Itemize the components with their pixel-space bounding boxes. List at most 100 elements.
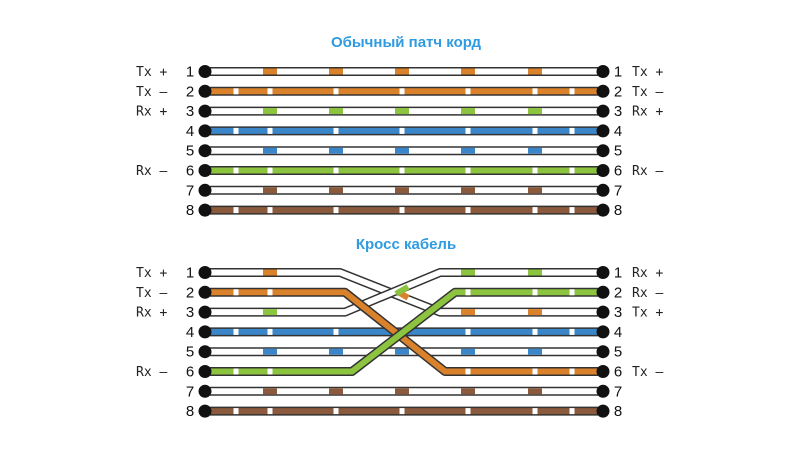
- wire-6-separator: [465, 167, 471, 174]
- right-pin-number: 4: [614, 324, 622, 341]
- wire-4-separator: [267, 127, 273, 134]
- left-pin-number: 1: [186, 64, 194, 81]
- right-signal-label: Tx –: [632, 365, 663, 380]
- right-connector-dot: [596, 164, 610, 177]
- left-connector-dot: [198, 384, 212, 398]
- wire-2-separator: [333, 88, 339, 95]
- wire-6-separator: [399, 167, 405, 174]
- left-signal-label: Tx –: [136, 85, 167, 100]
- left-pin-number: 7: [186, 182, 194, 199]
- wire-3-stripe: [329, 108, 343, 115]
- right-pin-number: 8: [614, 202, 622, 219]
- wire-1-stripe: [528, 68, 542, 75]
- cross-wire-2-separator: [465, 368, 471, 375]
- wire-3-stripe: [263, 108, 277, 115]
- cross-wire-5-stripe: [263, 348, 277, 355]
- left-connector-dot: [198, 404, 212, 418]
- left-connector-dot: [198, 305, 212, 319]
- cross-wire-7-stripe: [461, 388, 475, 395]
- right-pin-number: 6: [614, 163, 622, 180]
- wire-4-separator: [569, 127, 575, 134]
- left-pin-number: 3: [186, 304, 194, 321]
- right-connector-dot: [596, 404, 610, 418]
- cross-wire-8-separator: [532, 408, 538, 415]
- wire-8-separator: [465, 207, 471, 214]
- left-connector-dot: [198, 325, 212, 339]
- right-connector-dot: [596, 104, 610, 118]
- right-connector-dot: [596, 183, 610, 197]
- left-pin-number: 6: [186, 364, 194, 381]
- right-connector-dot: [596, 325, 610, 339]
- cross-wire-2-separator: [569, 368, 575, 375]
- left-pin-number: 8: [186, 403, 194, 420]
- wire-3-stripe: [528, 108, 542, 115]
- cross-wire-7-stripe: [528, 388, 542, 395]
- cross-wire-7-stripe: [329, 388, 343, 395]
- wire-5-stripe: [461, 147, 475, 154]
- wire-7-stripe: [395, 187, 409, 194]
- right-connector-dot: [596, 84, 610, 98]
- wire-1-stripe: [329, 68, 343, 75]
- wire-2-separator: [569, 88, 575, 95]
- cross-wire-4-separator: [333, 328, 339, 335]
- left-connector-dot: [198, 164, 212, 177]
- right-connector-dot: [596, 345, 610, 359]
- right-pin-number: 5: [614, 344, 622, 361]
- right-connector-dot: [596, 365, 610, 378]
- left-signal-label: Tx –: [136, 286, 167, 301]
- left-connector-dot: [198, 365, 212, 378]
- wire-7-stripe: [528, 187, 542, 194]
- wire-5-stripe: [263, 147, 277, 154]
- left-signal-label: Rx –: [136, 164, 167, 179]
- left-pin-number: 8: [186, 202, 194, 219]
- wire-8-separator: [532, 207, 538, 214]
- cross-wire-1-stripe: [263, 269, 277, 276]
- left-pin-number: 3: [186, 103, 194, 120]
- wire-8-separator: [569, 207, 575, 214]
- right-pin-number: 8: [614, 403, 622, 420]
- left-pin-number: 7: [186, 383, 194, 400]
- cross-wire-6-separator: [267, 368, 273, 375]
- cross-wire-2-separator: [267, 289, 273, 296]
- left-pin-number: 1: [186, 265, 194, 282]
- cross-wire-1-stripe: [528, 309, 542, 316]
- right-pin-number: 1: [614, 265, 622, 282]
- wire-7-stripe: [461, 187, 475, 194]
- left-pin-number: 4: [186, 324, 194, 341]
- cross-wire-8-separator: [399, 408, 405, 415]
- wire-2-separator: [233, 88, 239, 95]
- left-pin-number: 5: [186, 344, 194, 361]
- wire-4-separator: [465, 127, 471, 134]
- right-pin-number: 5: [614, 143, 622, 160]
- left-pin-number: 2: [186, 284, 194, 301]
- right-pin-number: 2: [614, 284, 622, 301]
- wire-7-stripe: [329, 187, 343, 194]
- cross-wire-3-stripe: [394, 284, 410, 297]
- cross-wire-6-separator: [233, 368, 239, 375]
- right-signal-label: Rx –: [632, 286, 663, 301]
- wire-7-stripe: [263, 187, 277, 194]
- cross-wire-6: [210, 289, 598, 375]
- cross-wire-2-separator: [532, 368, 538, 375]
- right-connector-dot: [596, 305, 610, 319]
- wire-4-separator: [233, 127, 239, 134]
- wire-2-separator: [465, 88, 471, 95]
- wire-8-separator: [399, 207, 405, 214]
- straight-cable-title: Обычный патч корд: [331, 34, 482, 51]
- cross-wire-6-separator: [532, 289, 538, 296]
- right-pin-number: 7: [614, 383, 622, 400]
- left-connector-dot: [198, 104, 212, 118]
- wire-2-separator: [532, 88, 538, 95]
- cross-wire-5-stripe: [395, 348, 409, 355]
- wire-3-stripe: [395, 108, 409, 115]
- left-pin-number: 5: [186, 143, 194, 160]
- left-pin-number: 4: [186, 123, 194, 140]
- wire-5-stripe: [329, 147, 343, 154]
- left-signal-label: Rx +: [136, 105, 167, 120]
- left-connector-dot: [198, 345, 212, 359]
- cross-wire-4-separator: [465, 328, 471, 335]
- right-connector-dot: [596, 124, 610, 138]
- wire-1-stripe: [461, 68, 475, 75]
- wire-6-separator: [233, 167, 239, 174]
- right-signal-label: Rx –: [632, 164, 663, 179]
